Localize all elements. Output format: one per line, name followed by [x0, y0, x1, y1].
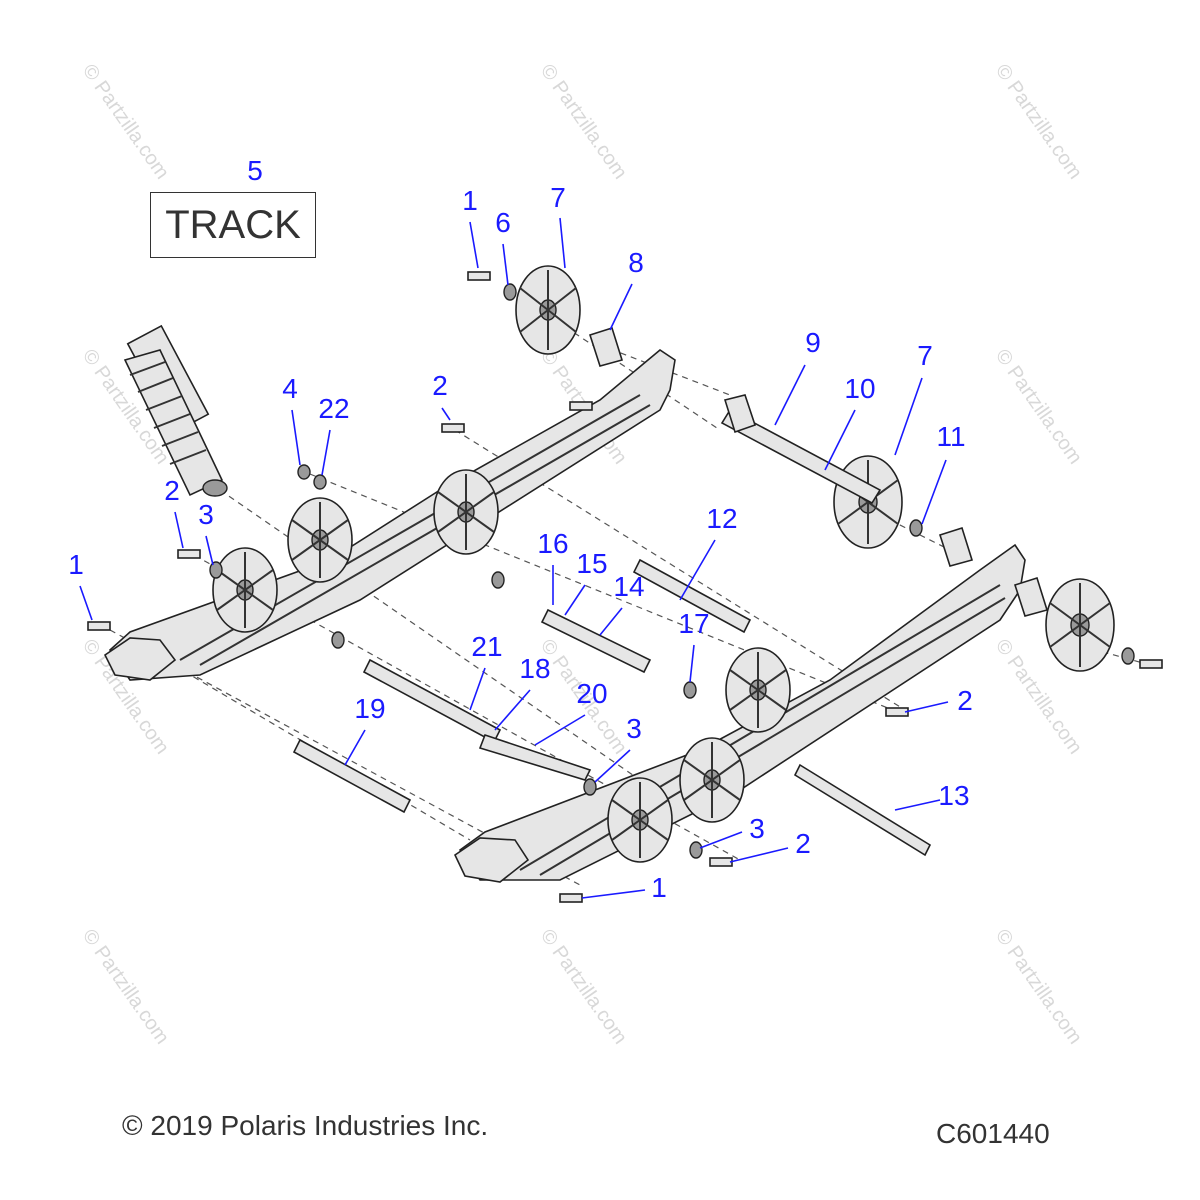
wheels: [212, 265, 1115, 863]
track-label: TRACK: [165, 202, 301, 247]
callout-19: 19: [354, 693, 385, 724]
watermark-text: © Partzilla.com: [78, 60, 173, 183]
callout-8: 8: [628, 247, 644, 278]
callout-9: 9: [805, 327, 821, 358]
callout-2: 2: [795, 828, 811, 859]
callout-22: 22: [318, 393, 349, 424]
watermark-text: © Partzilla.com: [991, 60, 1086, 183]
callout-13: 13: [938, 780, 969, 811]
callout-3: 3: [626, 713, 642, 744]
callout-1: 1: [651, 872, 667, 903]
callout-3: 3: [749, 813, 765, 844]
hardware: [87, 271, 1163, 903]
leader-lines: [79, 217, 949, 899]
diagram-id: C601440: [936, 1118, 1050, 1149]
callout-20: 20: [576, 678, 607, 709]
callout-18: 18: [519, 653, 550, 684]
callout-17: 17: [678, 608, 709, 639]
callout-12: 12: [706, 503, 737, 534]
callout-15: 15: [576, 548, 607, 579]
callout-1: 1: [462, 185, 478, 216]
track-label-box: TRACK: [150, 192, 316, 258]
watermark-text: © Partzilla.com: [991, 345, 1086, 468]
watermark-text: © Partzilla.com: [536, 60, 631, 183]
callout-3: 3: [198, 499, 214, 530]
callout-5: 5: [247, 155, 263, 186]
shock-absorber: [123, 324, 228, 497]
callout-7: 7: [917, 340, 933, 371]
callout-11: 11: [936, 421, 965, 452]
callout-6: 6: [495, 207, 511, 238]
callout-10: 10: [844, 373, 875, 404]
watermark-text: © Partzilla.com: [78, 925, 173, 1048]
copyright-text: © 2019 Polaris Industries Inc.: [122, 1110, 489, 1141]
callout-1: 1: [68, 549, 84, 580]
callout-14: 14: [613, 571, 644, 602]
callout-2: 2: [432, 370, 448, 401]
watermark-text: © Partzilla.com: [991, 925, 1086, 1048]
watermark-text: © Partzilla.com: [536, 925, 631, 1048]
callout-7: 7: [550, 182, 566, 213]
callout-21: 21: [471, 631, 502, 662]
callout-16: 16: [537, 528, 568, 559]
callout-2: 2: [164, 475, 180, 506]
callout-2: 2: [957, 685, 973, 716]
shafts: [292, 326, 1049, 857]
callout-4: 4: [282, 373, 298, 404]
